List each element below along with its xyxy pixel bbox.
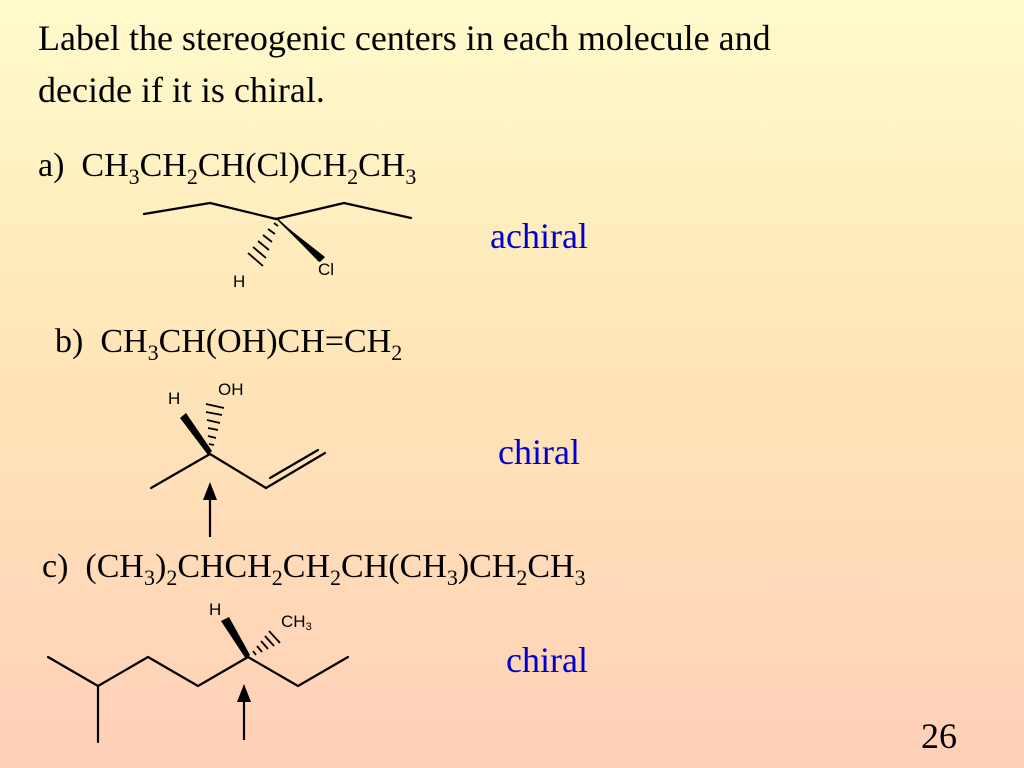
molecule-b-double-bond-inner bbox=[268, 448, 320, 480]
formula-subscript: 3 bbox=[128, 164, 140, 189]
part-c-formula: (CH3)2CHCH2CH2CH(CH3)CH2CH3 bbox=[85, 548, 585, 589]
formula-run: )CH bbox=[457, 548, 517, 585]
formula-run: ) bbox=[154, 548, 167, 585]
molecule-a-structure bbox=[142, 201, 413, 221]
molecule-a-bond-1 bbox=[142, 201, 212, 216]
part-c-verdict: chiral bbox=[506, 640, 588, 680]
part-b-verdict: chiral bbox=[498, 432, 580, 472]
molecule-c-bond-4 bbox=[146, 655, 200, 688]
molecule-b-atom-h: H bbox=[168, 389, 181, 408]
part-c-label: c) bbox=[42, 548, 69, 585]
formula-subscript: 2 bbox=[271, 565, 283, 590]
formula-run: CH bbox=[282, 548, 331, 585]
molecule-c-bond-7 bbox=[296, 655, 350, 688]
molecule-b-structure bbox=[149, 448, 327, 490]
instruction-line-2: decide if it is chiral. bbox=[38, 70, 325, 110]
formula-subscript: 2 bbox=[347, 164, 359, 189]
molecule-c-atom-h: H bbox=[209, 600, 222, 619]
formula-subscript: 2 bbox=[186, 164, 198, 189]
molecule-a-bond-3 bbox=[274, 201, 346, 221]
molecule-c-hash-bond bbox=[252, 630, 281, 656]
formula-run: CH bbox=[358, 147, 406, 184]
part-b-formula: CH3CH(OH)CH=CH2 bbox=[100, 323, 402, 364]
molecule-b-arrow-head bbox=[203, 482, 217, 500]
formula-subscript: 3 bbox=[446, 565, 458, 590]
molecule-b-bond-2 bbox=[208, 452, 268, 490]
molecule-b-double-bond-outer bbox=[264, 451, 327, 490]
molecule-a-bond-4 bbox=[342, 201, 413, 220]
formula-subscript: 2 bbox=[166, 565, 178, 590]
molecule-a-bond-2 bbox=[208, 201, 278, 221]
part-b-row: b) CH3CH(OH)CH=CH2 bbox=[55, 322, 402, 364]
formula-subscript: 3 bbox=[405, 164, 417, 189]
formula-run: CH bbox=[81, 147, 129, 184]
molecule-c-bond-5 bbox=[196, 655, 250, 688]
molecule-b-bond-1 bbox=[149, 452, 212, 490]
formula-run: CH bbox=[527, 548, 575, 585]
molecule-c-atom-ch3-main: CH bbox=[281, 612, 306, 631]
part-a-label: a) bbox=[38, 147, 65, 184]
part-c-row: c) (CH3)2CHCH2CH2CH(CH3)CH2CH3 bbox=[42, 547, 586, 589]
molecule-c-bond-1 bbox=[46, 655, 100, 688]
molecule-a-wedge-fill bbox=[274, 217, 325, 262]
formula-run: CH(OH)CH=CH bbox=[158, 323, 392, 360]
formula-subscript: 3 bbox=[574, 565, 586, 590]
formula-run: CH bbox=[100, 323, 148, 360]
formula-run: CH(CH bbox=[341, 548, 447, 585]
part-a-formula: CH3CH2CH(Cl)CH2CH3 bbox=[81, 147, 416, 188]
formula-run: CH bbox=[139, 147, 187, 184]
molecule-b-wedge-bond bbox=[180, 413, 212, 455]
formula-run: CH(Cl)CH bbox=[197, 147, 348, 184]
molecule-a-atom-cl: Cl bbox=[318, 260, 335, 279]
molecule-c-bond-3 bbox=[96, 655, 150, 688]
molecule-a-atom-h: H bbox=[233, 272, 246, 291]
formula-subscript: 3 bbox=[147, 340, 159, 365]
part-a-row: a) CH3CH2CH(Cl)CH2CH3 bbox=[38, 146, 416, 188]
formula-subscript: 2 bbox=[330, 565, 342, 590]
formula-run: CHCH bbox=[177, 548, 272, 585]
molecule-b-hash-bond bbox=[205, 403, 225, 446]
part-a-verdict: achiral bbox=[490, 216, 588, 256]
molecule-c-atom-ch3: CH3 bbox=[281, 612, 312, 633]
part-b-label: b) bbox=[55, 323, 84, 360]
molecule-c-bond-6 bbox=[246, 655, 300, 688]
formula-run: (CH bbox=[85, 548, 144, 585]
molecule-c-wedge-bond bbox=[221, 617, 250, 659]
formula-subscript: 2 bbox=[516, 565, 528, 590]
instruction-line-1: Label the stereogenic centers in each mo… bbox=[38, 18, 771, 58]
molecule-c-structure bbox=[46, 655, 350, 744]
molecule-a-hash-bond bbox=[247, 222, 279, 267]
molecule-c-arrow-head bbox=[237, 684, 251, 702]
formula-subscript: 3 bbox=[143, 565, 155, 590]
formula-subscript: 2 bbox=[391, 340, 403, 365]
page-number: 26 bbox=[921, 716, 957, 756]
molecule-b-atom-oh: OH bbox=[218, 380, 244, 399]
molecule-c-atom-ch3-sub: 3 bbox=[305, 621, 312, 633]
